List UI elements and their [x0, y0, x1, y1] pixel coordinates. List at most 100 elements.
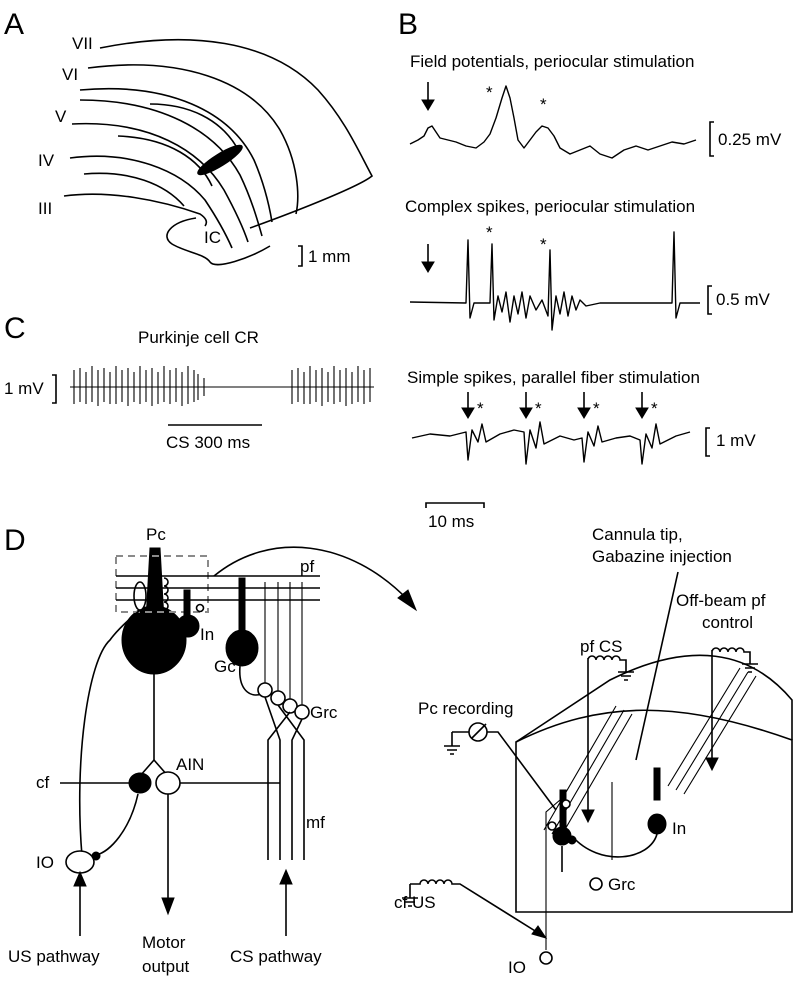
io-cell: [65, 850, 95, 874]
panel-a: A VII VI V IV III IC 1 mm: [4, 8, 374, 267]
pc-soma: [121, 605, 187, 675]
cerebellum-outline: [63, 38, 374, 266]
pf-label: pf: [300, 557, 314, 576]
pf-cs-stimulator: [587, 655, 634, 681]
panel-c: C Purkinje cell CR 1 mV CS 300 ms: [4, 312, 374, 452]
offbeam-label-2: control: [702, 613, 753, 632]
trace3-simple-spikes: [411, 421, 691, 465]
time-scale-bar: [425, 502, 485, 508]
panel-d: D Pc pf In Gc: [4, 524, 793, 977]
trace2-stim-arrowhead: [421, 261, 435, 273]
sulcus-a1: [149, 103, 237, 147]
in-label-setup: In: [672, 819, 686, 838]
pc-setup-synapse-3: [567, 835, 577, 845]
lobule-label-v: V: [55, 107, 67, 126]
time-scale-label: 10 ms: [428, 512, 474, 531]
spikes-before-cs: [73, 366, 205, 406]
pc-setup-dendrite: [559, 789, 567, 829]
tissue-front-face: [515, 709, 793, 913]
lobule-iv-fold: [71, 122, 249, 243]
cs-pathway-arrowhead: [279, 868, 293, 885]
pc-recording-electrode: [487, 731, 557, 811]
in-axon: [571, 833, 658, 858]
mf-label: mf: [306, 813, 325, 832]
panel-a-letter: A: [4, 8, 24, 41]
ain-to-io-inhibition: [95, 793, 139, 856]
lobule-vii-fold: [99, 38, 374, 229]
cs-duration-label: CS 300 ms: [166, 433, 250, 452]
gc-label: Gc: [214, 657, 236, 676]
ain-inhibitory-cell: [128, 772, 152, 794]
zoom-arrowhead: [397, 589, 418, 612]
spikes-after-cs: [291, 366, 371, 406]
trace3-marker-1: *: [477, 399, 484, 418]
trace3-marker-3: *: [593, 399, 600, 418]
sulcus-a2: [117, 135, 213, 187]
panel-c-title: Purkinje cell CR: [138, 328, 259, 347]
trace2-marker-2: *: [540, 235, 547, 254]
pf-cs-electrode-tip: [581, 809, 595, 824]
trace1-field-potential: [409, 85, 697, 159]
ain-label: AIN: [176, 755, 204, 774]
pf-cs-label: pf CS: [580, 637, 623, 656]
io-label: IO: [36, 853, 54, 872]
lobule-label-iv: IV: [38, 151, 55, 170]
io-cell-setup: [539, 951, 553, 965]
pc-label: Pc: [146, 525, 166, 544]
scale-label-1mm: 1 mm: [308, 247, 351, 266]
grc-4: [294, 704, 310, 720]
scale-bar-1mm: [298, 245, 303, 267]
trace3-scale-label: 1 mV: [716, 431, 756, 450]
motor-output-arrowhead: [161, 897, 175, 916]
panel-b: B Field potentials, periocular stimulati…: [398, 8, 782, 531]
lobule-v-inner: [79, 99, 263, 237]
off-beam-pf-fibers: [667, 667, 757, 795]
cannula-label-2: Gabazine injection: [592, 547, 732, 566]
trace3-title: Simple spikes, parallel fiber stimulatio…: [407, 368, 700, 387]
pc-recording-amplifier-needle: [471, 723, 487, 739]
grc-1: [257, 682, 273, 698]
trace3-arrowhead-1: [461, 407, 475, 419]
injection-site-marker: [197, 144, 243, 176]
trace2-scale-bar: [707, 285, 712, 315]
grc-cell-setup: [589, 877, 603, 891]
trace2-title: Complex spikes, periocular stimulation: [405, 197, 695, 216]
ic-label: IC: [204, 228, 221, 247]
cf-us-stimulator: [402, 879, 541, 935]
cf-us-arrowhead: [531, 925, 548, 939]
cf-coil-on-pc: [163, 577, 169, 611]
grc-ascending-axons: [264, 582, 303, 705]
pc-setup-synapse-1: [561, 799, 571, 809]
experimental-setup: Cannula tip, Gabazine injection Off-beam…: [394, 525, 793, 977]
trace3-marker-4: *: [651, 399, 658, 418]
offbeam-electrode-tip: [705, 757, 719, 772]
zoom-box: [115, 555, 209, 613]
trace1-title: Field potentials, periocular stimulation: [410, 52, 694, 71]
trace3-stim-arrows: [461, 392, 649, 419]
trace2-complex-spikes: [409, 231, 700, 331]
trace3-arrowhead-4: [635, 407, 649, 419]
panel-c-letter: C: [4, 312, 26, 345]
in-soma: [176, 614, 200, 638]
in-synapse: [195, 603, 205, 613]
gc-soma: [225, 629, 259, 667]
cannula-label-1: Cannula tip,: [592, 525, 683, 544]
cf-label: cf: [36, 773, 50, 792]
trace3-marker-2: *: [535, 399, 542, 418]
motor-output-label-1: Motor: [142, 933, 186, 952]
motor-output-label-2: output: [142, 957, 190, 976]
in-label: In: [200, 625, 214, 644]
trace3-arrowhead-3: [577, 407, 591, 419]
panel-b-letter: B: [398, 8, 418, 41]
grc-label: Grc: [310, 703, 338, 722]
trace3-arrowhead-2: [519, 407, 533, 419]
trace2-scale-label: 0.5 mV: [716, 290, 771, 309]
lobule-label-vi: VI: [62, 65, 78, 84]
io-label-setup: IO: [508, 958, 526, 977]
sulcus-a3: [83, 172, 185, 207]
cf-setup-fiber: [545, 799, 561, 950]
panel-c-scale-bar: [52, 374, 57, 404]
us-pathway-arrowhead: [73, 870, 87, 887]
ain-output-cell: [155, 771, 181, 795]
